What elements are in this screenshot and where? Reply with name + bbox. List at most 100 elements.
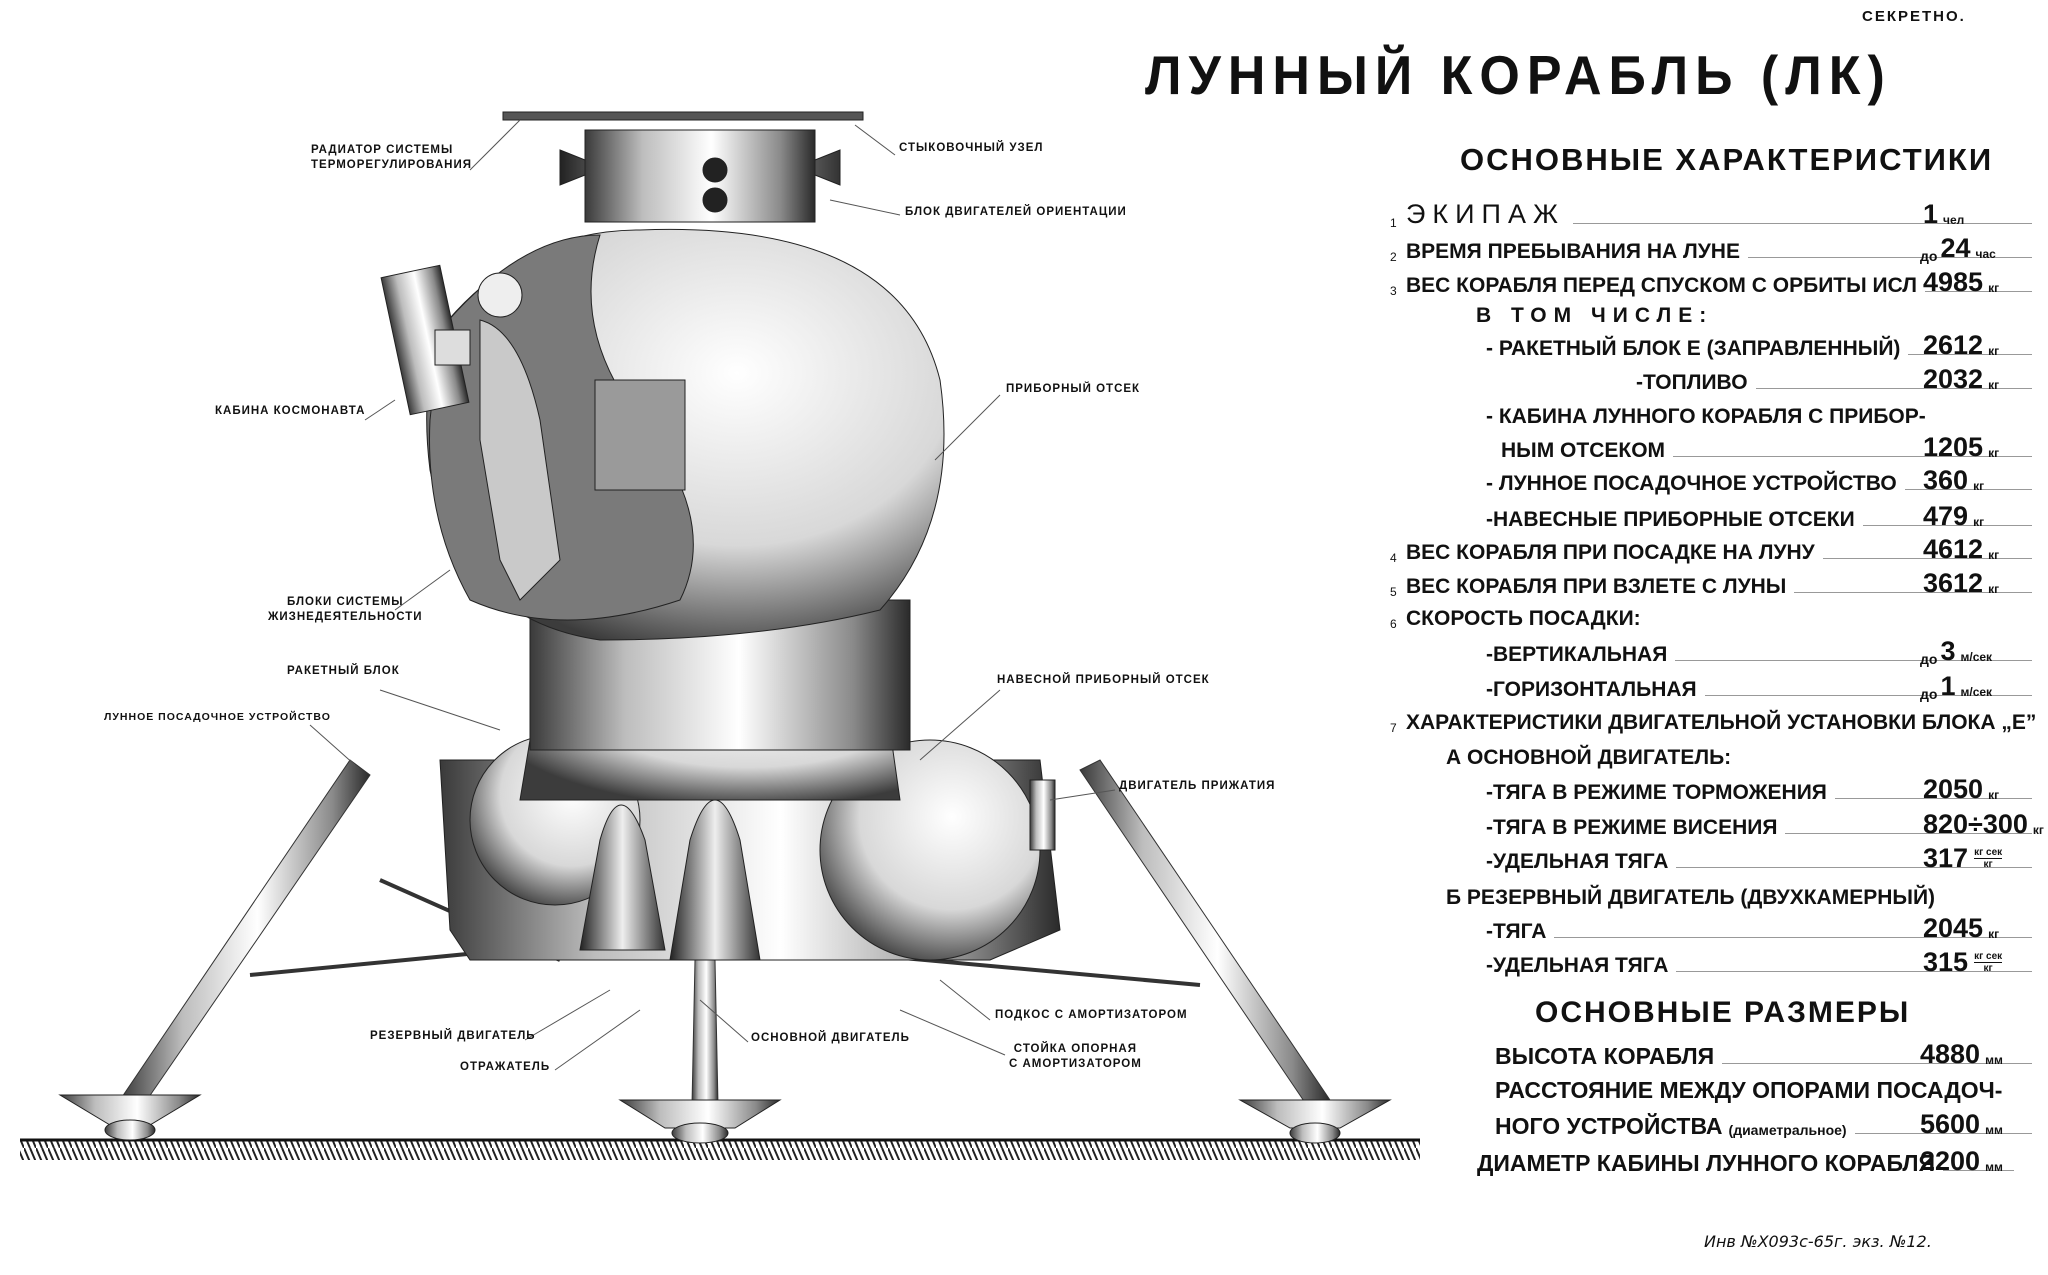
leader-line [1673,456,2032,457]
characteristics-heading: ОСНОВНЫЕ ХАРАКТЕРИСТИКИ [1460,142,1994,177]
leader-line [1747,257,2032,258]
value-unit: мм [1985,1053,2003,1067]
value-number: 5600 [1920,1109,1981,1139]
value-unit: кг [1988,378,2000,392]
leader-line [1676,867,2032,868]
dimension-row: Расстояние между опорами посадоч- [1495,1074,2040,1104]
row-value: 2050 кг [1920,774,1999,805]
value-number: 1205 [1923,432,1984,462]
row-number: 2 [1390,250,1397,264]
row-label: Время пребывания на Луне [1406,240,1740,263]
label-hold-down-engine: ДВИГАТЕЛЬ ПРИЖАТИЯ [1119,780,1276,792]
leader-line [1704,695,2032,696]
row-label: - лунное посадочное устройство [1486,472,1897,495]
dimension-row: Высота корабля4880мм [1495,1039,2040,1070]
row-label: -топливо [1636,371,1748,394]
value-unit: кг [1988,788,2000,802]
row-value [1920,907,1928,910]
label-radiator: РАДИАТОР СИСТЕМЫ ТЕРМОРЕГУЛИРОВАНИЯ [311,144,472,171]
characteristic-row: -горизонтальнаядо1м/сек [1390,671,2040,702]
value-number: 360 [1923,465,1969,495]
row-label: - кабина лунного корабля с прибор- [1486,405,1926,428]
value-unit: мм [1985,1123,2003,1137]
row-label: -удельная тяга [1486,954,1669,977]
value-number: 2612 [1923,330,1984,360]
leader-line [1675,660,2032,661]
value-unit: кг [2032,823,2044,837]
row-label: -тяга в режиме висения [1486,816,1778,839]
unit-numerator: кг сек [1974,847,2003,859]
leader-line [1862,525,2032,526]
row-label: ного устройства [1495,1113,1723,1139]
label-cosmonaut-cabin: КАБИНА КОСМОНАВТА [215,405,366,417]
characteristic-row: 3Вес корабля перед спуском с орбиты ИСЛ4… [1390,267,2040,298]
row-label: Вес корабля при взлете с Луны [1406,575,1787,598]
row-number: 1 [1390,216,1397,230]
row-value: 5600 мм [1920,1109,2003,1140]
inventory-number: Инв №Х093с-65г. экз. №12. [1704,1232,1932,1251]
value-number: 2200 [1920,1146,1981,1176]
value-number: 24 [1940,233,1971,263]
row-label: Расстояние между опорами посадоч- [1495,1077,2003,1103]
label-landing-gear: ЛУННОЕ ПОСАДОЧНОЕ УСТРОЙСТВО [104,711,331,723]
leader-line [1822,558,2032,559]
value-number: 4985 [1923,267,1984,297]
value-prefix: до [1920,651,1938,667]
value-number: 315 [1923,947,1969,977]
value-unit: кг [1973,479,1985,493]
label-attitude-engines: БЛОК ДВИГАТЕЛЕЙ ОРИЕНТАЦИИ [905,206,1127,218]
lunar-surface [20,1140,1420,1160]
value-number: 1 [1940,671,1956,701]
label-hinged-compartment: НАВЕСНОЙ ПРИБОРНЫЙ ОТСЕК [997,674,1210,686]
secret-stamp: СЕКРЕТНО. [1862,8,1966,25]
value-number: 4612 [1923,534,1984,564]
value-number: 4880 [1920,1039,1981,1069]
row-label: Экипаж [1406,199,1565,229]
row-value: 4880 мм [1920,1039,2003,1070]
row-value: 4985 кг [1920,267,1999,298]
leader-line [1676,971,2032,972]
value-number: 3 [1940,636,1956,666]
characteristic-row: 4Вес корабля при посадке на Луну4612кг [1390,534,2040,565]
value-unit: кг [1988,281,2000,295]
row-label: α основной двигатель: [1446,746,1732,769]
characteristic-row: -вертикальнаядо3м/сек [1390,636,2040,667]
characteristic-row: в том числе: [1390,298,2040,328]
leader-line [1924,291,2032,292]
characteristic-row: - кабина лунного корабля с прибор- [1390,399,2040,429]
row-value [1920,732,1928,735]
cabin [380,228,945,751]
unit-numerator: кг сек [1974,951,2003,963]
row-label: -тяга [1486,920,1547,943]
value-unit: час [1975,247,1996,261]
value-number: 3612 [1923,568,1984,598]
value-prefix: до [1920,686,1938,702]
docking-unit [502,111,864,223]
row-label: ным отсеком [1501,439,1666,462]
leader-line [1854,1133,2032,1134]
row-label: -тяга в режиме торможения [1486,781,1827,804]
leader-line [1554,937,2032,938]
value-unit: м/сек [1960,650,1993,664]
value-number: 2050 [1923,774,1984,804]
leader-line [1904,489,2032,490]
row-label: -навесные приборные отсеки [1486,508,1855,531]
leader-line [1794,592,2032,593]
characteristic-row: 5Вес корабля при взлете с Луны3612кг [1390,568,2040,599]
characteristic-row: -топливо2032кг [1390,364,2040,395]
value-unit: кг [1988,927,2000,941]
